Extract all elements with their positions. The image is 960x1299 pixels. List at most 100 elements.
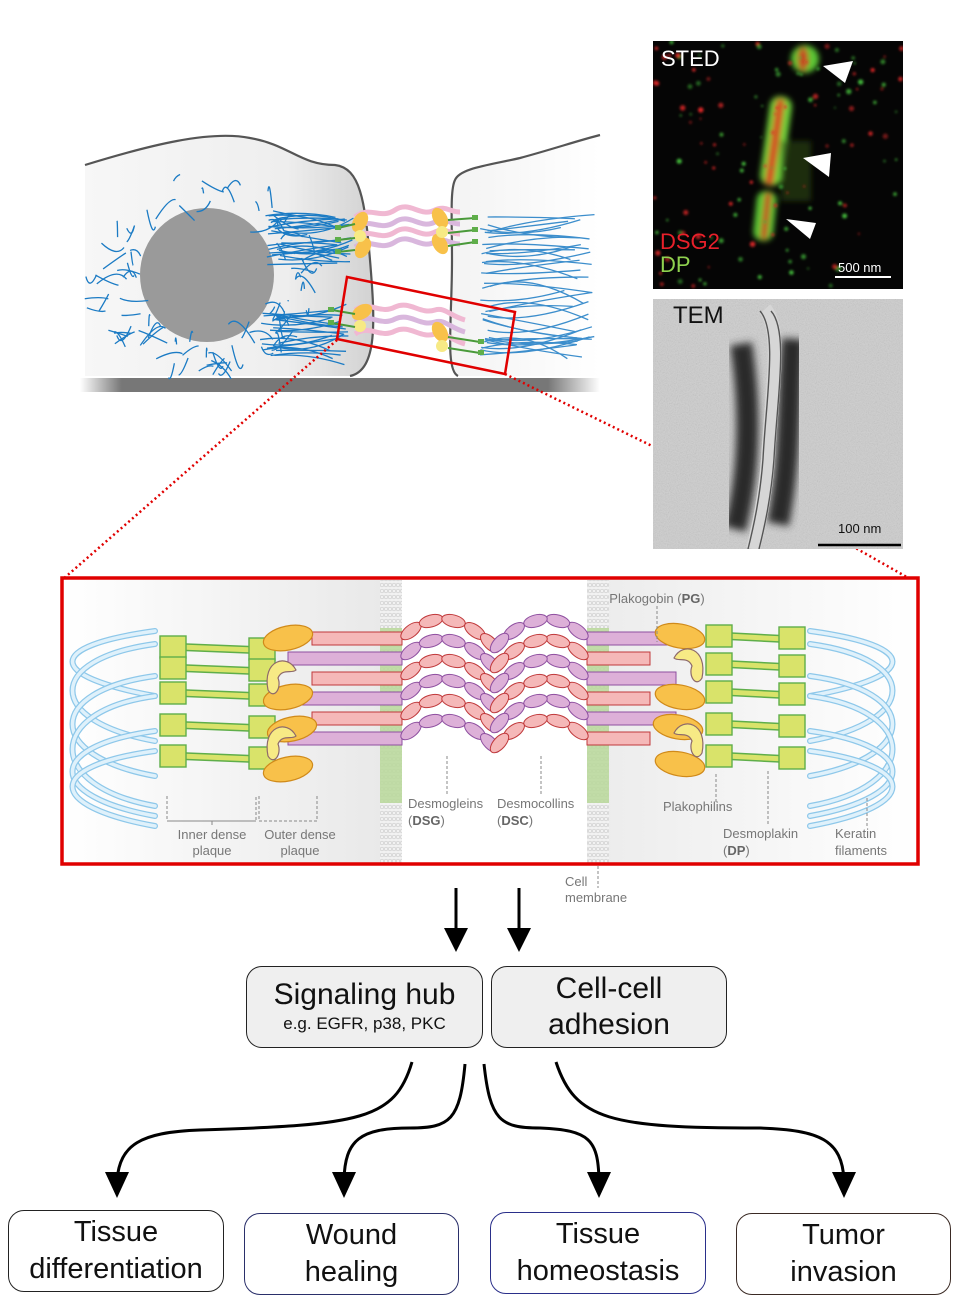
keratin-filament <box>276 349 347 352</box>
fluorescence-spot <box>855 87 859 91</box>
plakophilin <box>673 648 704 683</box>
fluorescence-spot <box>894 110 898 114</box>
fluorescence-spot <box>749 180 753 184</box>
fluorescence-spot <box>882 133 889 139</box>
fluorescence-spot <box>718 238 724 244</box>
keratin-filament <box>221 186 235 203</box>
signaling-hub-title: Signaling hub <box>273 978 456 1011</box>
keratin-filament <box>485 304 573 313</box>
fluorescence-spot <box>898 76 903 82</box>
fluorescence-spot <box>699 117 702 120</box>
cell-membrane-label-2: membrane <box>565 890 627 905</box>
fluorescence-spot <box>761 104 764 108</box>
fluorescence-spot <box>676 158 682 164</box>
outcome-line1: Tissue <box>73 1216 159 1248</box>
fluorescence-spot <box>828 283 833 288</box>
keratin-filament <box>300 281 306 292</box>
desmoplakin-head <box>159 713 187 737</box>
fluorescence-spot <box>703 282 707 286</box>
desmoplakin-head <box>778 654 806 678</box>
cadherin-rod <box>311 671 403 686</box>
fluorescence-spot <box>712 166 716 170</box>
keratin-filament <box>172 173 181 182</box>
desmoplakin-head <box>159 744 187 768</box>
keratin-filament <box>808 749 894 828</box>
cadherin-rod <box>311 711 403 726</box>
fluorescence-spot <box>757 275 762 280</box>
keratin-label-2: filaments <box>835 843 888 858</box>
cadherin-ectodomain <box>523 673 548 689</box>
fluorescence-spot <box>848 105 855 112</box>
tem-image <box>653 299 903 549</box>
fluorescence-spot <box>719 132 724 137</box>
keratin-filament <box>481 260 578 280</box>
cadherin-ectodomain <box>441 693 466 709</box>
fluorescence-spot <box>716 152 719 156</box>
keratin-filament <box>484 282 593 294</box>
keratin-filament <box>231 345 244 370</box>
fluorescence-spot <box>707 266 710 269</box>
keratin-filament <box>489 281 585 305</box>
keratin-filament <box>485 259 592 266</box>
keratin-filament <box>273 214 299 230</box>
desmoplakin-left <box>159 635 276 770</box>
keratin-filament <box>274 354 345 366</box>
fluorescence-spot <box>667 53 672 58</box>
keratin-filament <box>262 346 333 360</box>
fluorescence-spot <box>816 67 820 71</box>
outcome-tissue-homeostasis: Tissue homeostasis <box>490 1212 706 1294</box>
fluorescence-spot <box>842 213 848 219</box>
keratin-filament <box>249 330 274 340</box>
cadherin-chains <box>287 613 677 754</box>
keratin-filament <box>178 357 189 376</box>
cadherin-ectodomain <box>489 652 510 674</box>
keratin-filament <box>241 321 250 339</box>
keratin-filament <box>210 359 232 380</box>
plaque-proteins-left <box>262 624 318 783</box>
fluorescence-spot <box>698 107 704 113</box>
fluorescence-spot <box>704 161 707 164</box>
keratin-filament <box>275 331 282 353</box>
keratin-filament <box>95 274 119 286</box>
fluorescence-spot <box>698 278 702 282</box>
plakoglobin <box>262 624 314 652</box>
keratin-filament <box>196 200 211 213</box>
cadherin-ectodomain <box>441 633 466 649</box>
fluorescence-spot <box>803 185 806 188</box>
fluorescence-spot <box>692 68 696 72</box>
keratin-filament <box>227 320 256 344</box>
cell-adhesion-line1: Cell-cell <box>555 972 663 1005</box>
keratin-filament <box>808 642 894 743</box>
outcome-wound-healing: Wound healing <box>244 1213 459 1295</box>
desmoplakin-head <box>705 712 733 736</box>
keratin-filament <box>267 262 338 266</box>
keratin-filament <box>122 270 137 278</box>
keratin-filament <box>487 313 589 334</box>
cell-overview-illustration <box>80 133 601 392</box>
desmocollins-abbr-label: (DSC) <box>497 813 533 828</box>
cadherin-ectodomain <box>545 633 571 649</box>
plakoglobin <box>654 683 706 711</box>
cadherin-rod <box>586 731 651 746</box>
inner-dense-plaque-label-1: Inner dense <box>178 827 247 842</box>
desmoplakin-head <box>159 635 187 659</box>
fluorescence-spot <box>807 267 810 270</box>
fluorescence-spot <box>812 93 819 100</box>
fluorescence-spot <box>853 62 856 65</box>
keratin-filament <box>481 329 582 350</box>
cadherin-ectodomain <box>489 732 510 754</box>
fluorescence-spot <box>783 105 788 109</box>
cadherin-ectodomain <box>523 693 548 709</box>
desmoplakin-rod <box>725 661 786 670</box>
fluorescence-spot <box>712 143 717 147</box>
arrowhead-3 <box>786 219 816 239</box>
keratin-filament <box>261 317 332 326</box>
plakophilin <box>673 723 704 758</box>
keratin-filament <box>272 302 281 320</box>
keratin-filament <box>267 186 273 208</box>
desmoplakin-head <box>778 626 806 650</box>
keratin-filament <box>480 344 577 356</box>
fluorescence-spot <box>737 198 741 202</box>
desmoplakin-rod <box>725 689 786 698</box>
cadherin-ectodomain <box>489 632 510 654</box>
